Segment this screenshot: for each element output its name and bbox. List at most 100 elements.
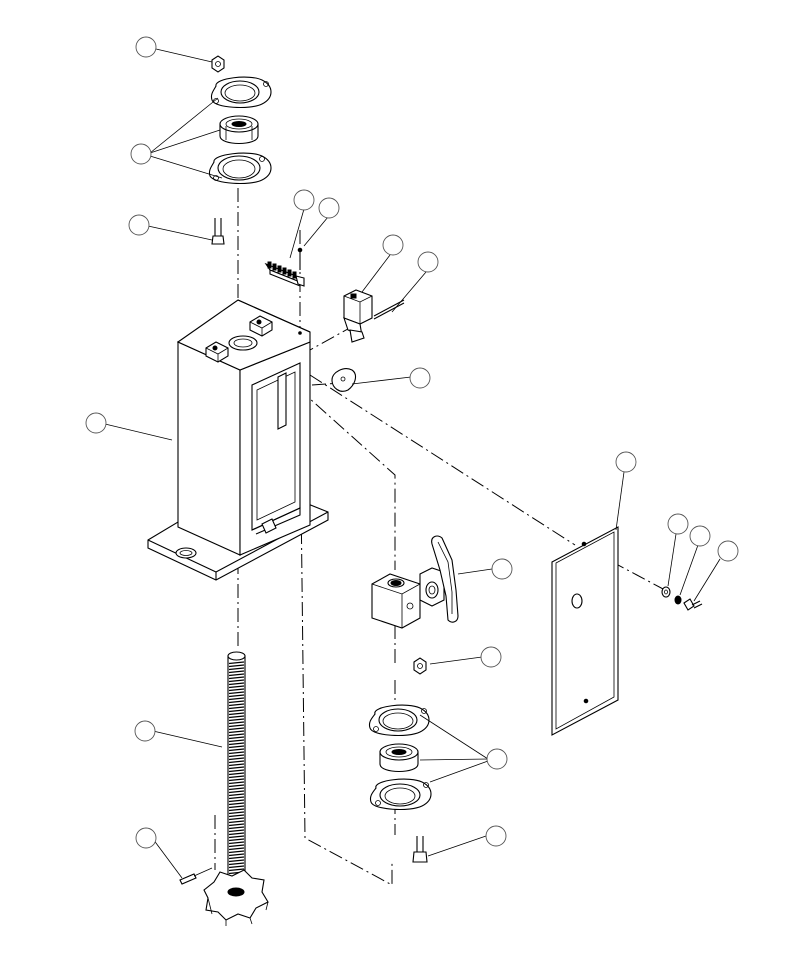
screw-thread — [228, 700, 245, 704]
screw-thread — [228, 751, 245, 755]
screw-thread — [228, 706, 245, 710]
lower-bolt — [412, 836, 428, 863]
screw-thread — [228, 868, 245, 872]
screw-thread — [228, 781, 245, 785]
screw-thread — [228, 760, 245, 764]
callout-balloon — [130, 143, 152, 165]
screw-thread — [228, 724, 245, 728]
top-flange-plate-lower — [208, 152, 272, 185]
screw-thread — [228, 745, 245, 749]
screw-thread — [228, 661, 245, 665]
callout-balloon — [485, 825, 507, 847]
screw-thread — [228, 775, 245, 779]
callout-balloon — [491, 558, 513, 580]
screw-thread — [228, 790, 245, 794]
screw-thread — [228, 694, 245, 698]
screw-thread — [228, 718, 245, 722]
callout-balloon — [409, 367, 431, 389]
callout-balloon — [85, 412, 107, 434]
screw-thread — [228, 847, 245, 851]
screw-thread — [228, 835, 245, 839]
screw-thread — [228, 820, 245, 824]
screw-thread — [228, 742, 245, 746]
screw-thread — [228, 865, 245, 869]
screw-thread — [228, 685, 245, 689]
screw-thread — [228, 748, 245, 752]
screw-thread — [228, 730, 245, 734]
pinion-gear — [203, 869, 269, 926]
screw-thread — [228, 829, 245, 833]
screw-thread — [228, 802, 245, 806]
screw-thread — [228, 796, 245, 800]
screw-thread — [228, 799, 245, 803]
main-frame — [147, 299, 329, 581]
screw-thread — [228, 787, 245, 791]
screw-thread — [228, 793, 245, 797]
callout-balloon — [417, 251, 439, 273]
screw-thread — [228, 676, 245, 680]
callout-balloon — [293, 189, 315, 211]
callout-balloon — [480, 646, 502, 668]
screw-thread — [228, 763, 245, 767]
cover-lock-washer — [674, 595, 682, 605]
callout-balloon — [667, 513, 689, 535]
callout-balloon — [128, 214, 150, 236]
callout-balloon — [135, 36, 157, 58]
screw-thread — [228, 757, 245, 761]
screw-thread — [228, 772, 245, 776]
actuator-disc — [331, 368, 357, 392]
screw-thread — [228, 688, 245, 692]
screw-thread — [228, 844, 245, 848]
leader-lines — [104, 48, 721, 879]
terminal-strip — [264, 261, 305, 287]
screw-thread — [228, 703, 245, 707]
callout-balloon — [382, 234, 404, 256]
screw-thread — [228, 667, 245, 671]
screw-thread — [228, 670, 245, 674]
screw-thread — [228, 838, 245, 842]
lead-screw — [227, 651, 246, 895]
carriage-block — [371, 535, 459, 629]
screw-thread — [228, 784, 245, 788]
cover-plate — [551, 526, 619, 736]
callout-balloon — [615, 451, 637, 473]
screw-thread — [228, 769, 245, 773]
callout-balloon — [134, 720, 156, 742]
lower-nut — [413, 657, 427, 675]
screw-thread — [228, 814, 245, 818]
screw-thread — [228, 733, 245, 737]
top-bolt — [211, 218, 225, 245]
callout-balloon — [717, 540, 739, 562]
limit-switch — [343, 289, 405, 343]
cover-screw — [683, 598, 703, 611]
screw-thread — [228, 736, 245, 740]
roll-pin — [179, 867, 213, 885]
screw-thread — [228, 679, 245, 683]
screw-thread — [228, 841, 245, 845]
screw-thread — [228, 811, 245, 815]
screw-thread — [228, 664, 245, 668]
callout-balloon — [486, 748, 508, 770]
screw-thread — [228, 817, 245, 821]
screw-thread — [228, 832, 245, 836]
callout-balloon — [689, 525, 711, 547]
screw-thread — [228, 805, 245, 809]
screw-thread — [228, 682, 245, 686]
screw-thread — [228, 739, 245, 743]
screw-thread — [228, 850, 245, 854]
screw-thread — [228, 712, 245, 716]
callout-balloon — [318, 197, 340, 219]
lower-flange-plate-upper — [368, 704, 430, 737]
screw-thread — [228, 859, 245, 863]
screw-thread — [228, 823, 245, 827]
screw-thread — [228, 808, 245, 812]
screw-thread — [228, 853, 245, 857]
screw-thread — [228, 856, 245, 860]
screw-thread — [228, 721, 245, 725]
screw-thread — [228, 826, 245, 830]
callout-balloons — [85, 36, 739, 849]
screw-thread — [228, 862, 245, 866]
screw-thread — [228, 709, 245, 713]
screw-thread — [228, 673, 245, 677]
top-flange-plate-upper — [210, 76, 272, 109]
